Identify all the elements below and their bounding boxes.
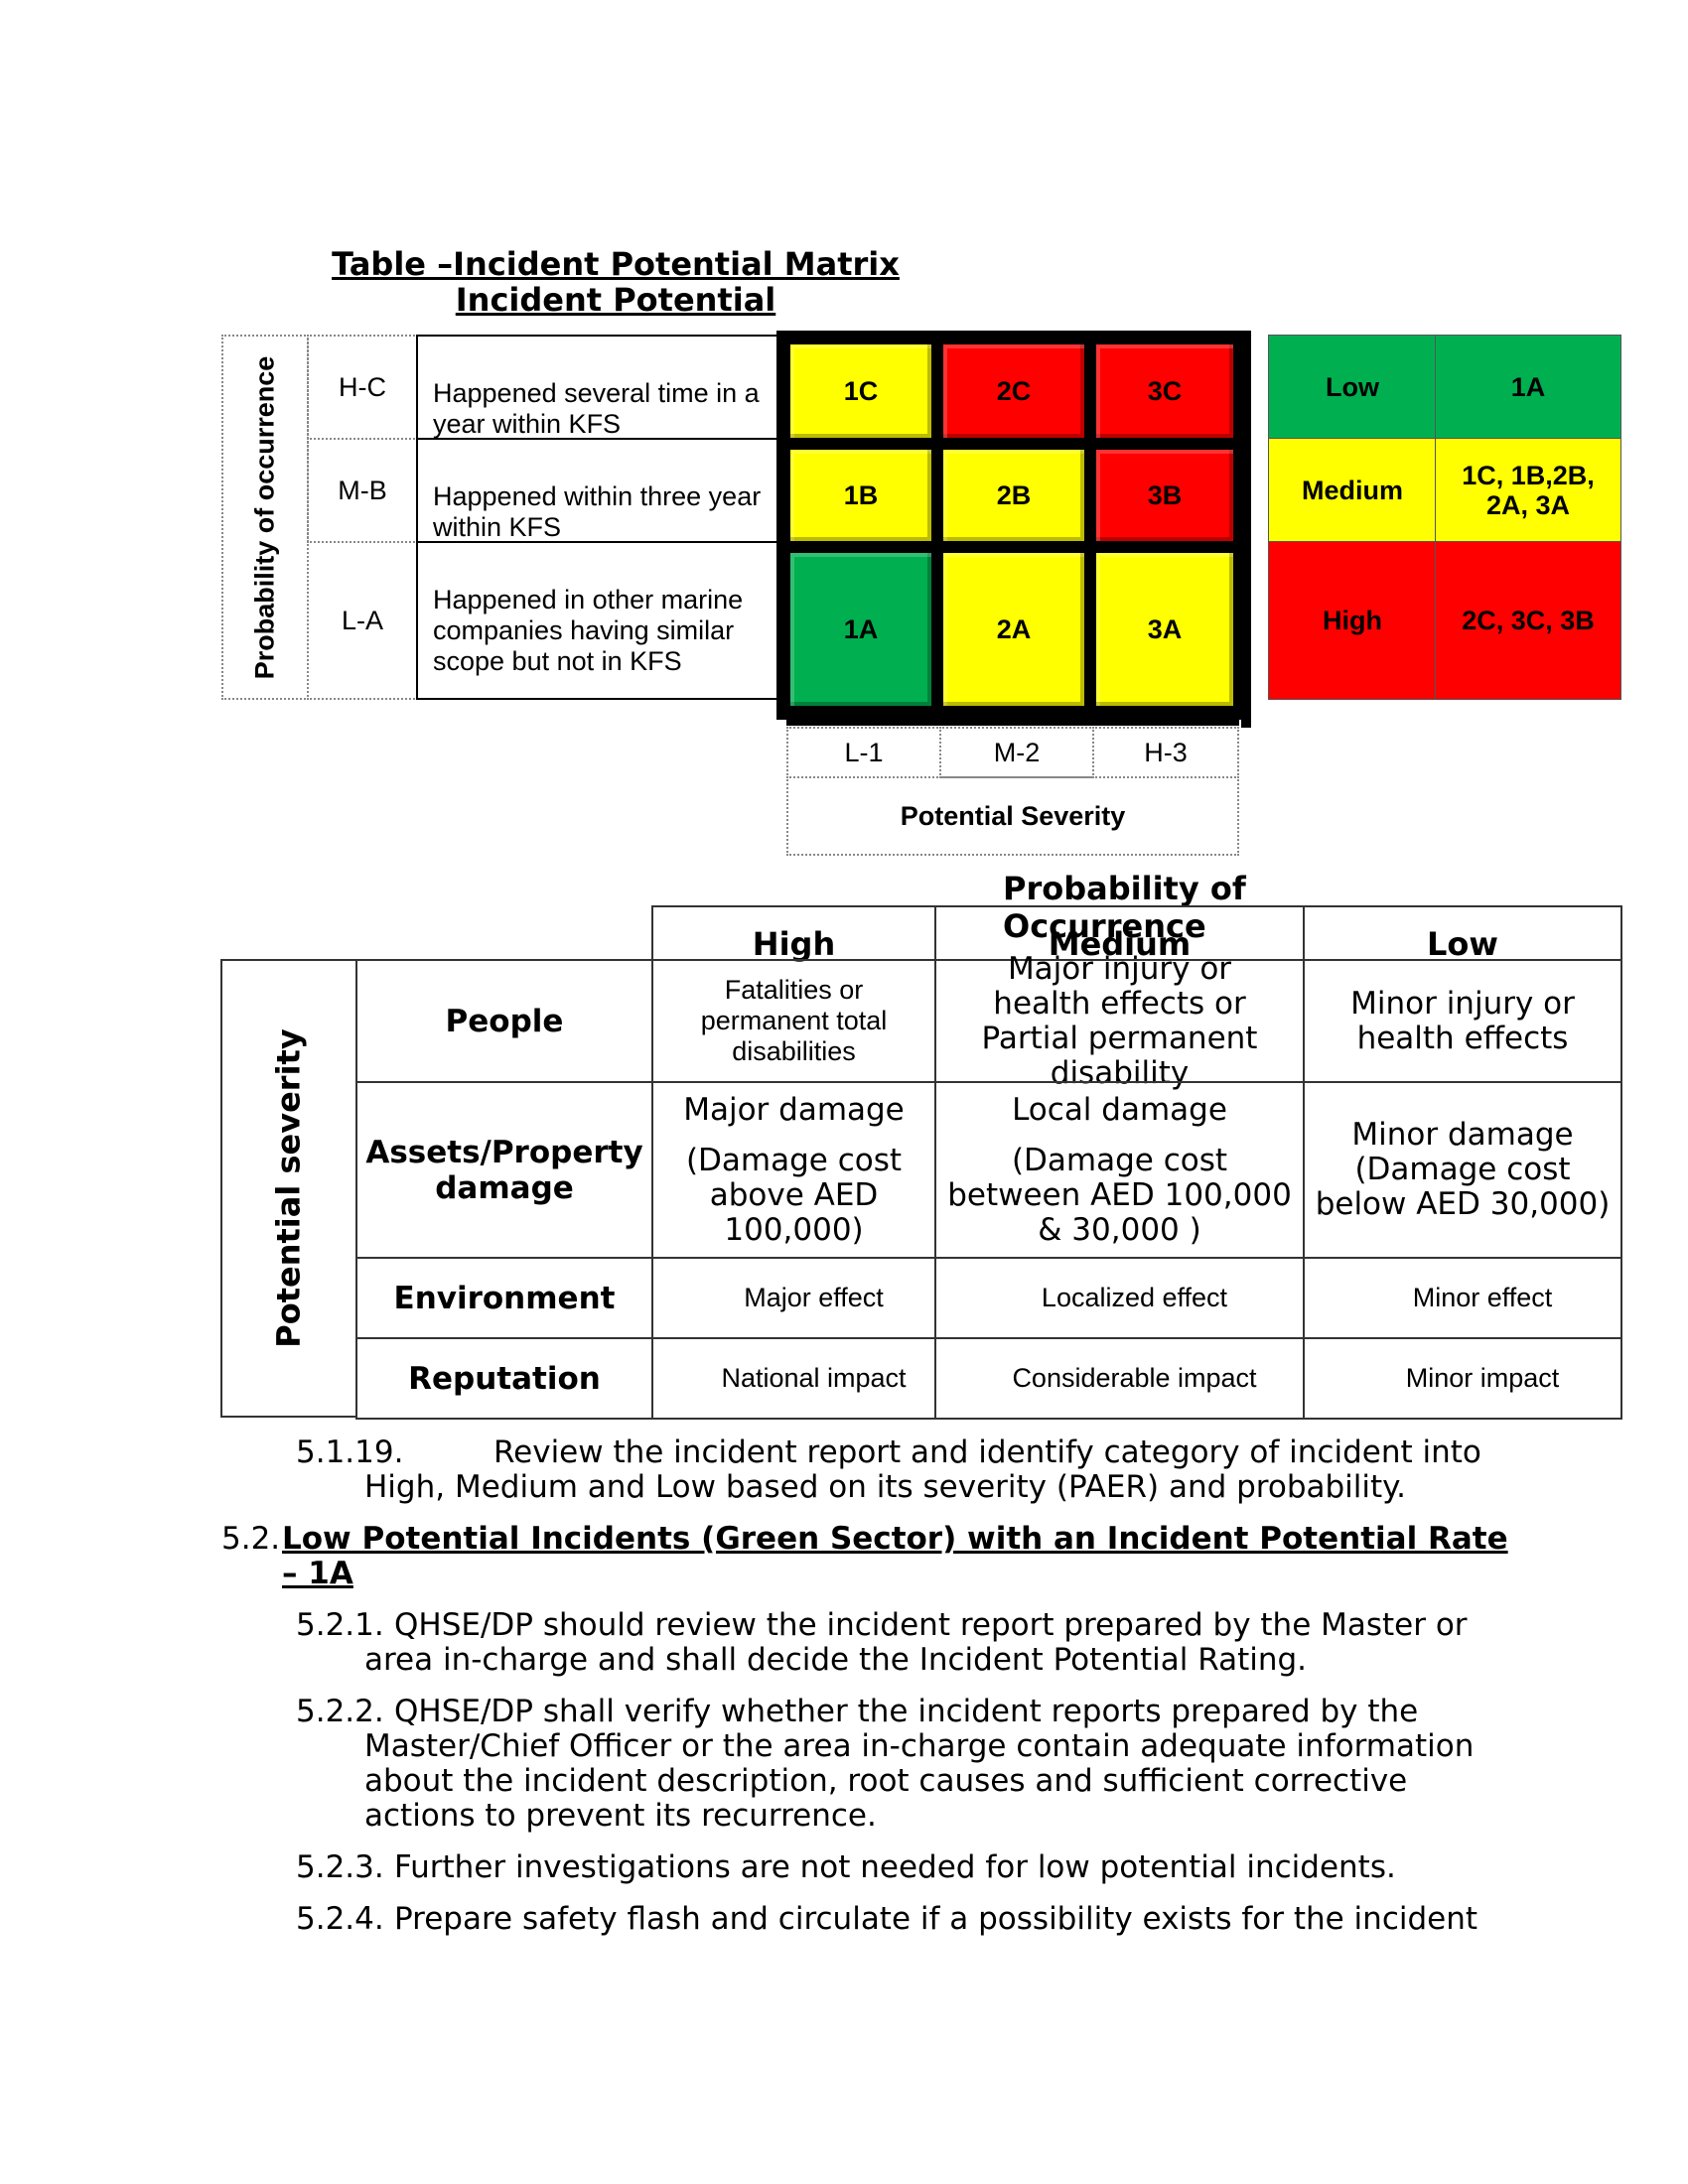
assets-medium-title: Local damage (1012, 1091, 1227, 1128)
section-5-2-title: Low Potential Incidents (Green Sector) w… (282, 1521, 1508, 1557)
matrix-cell-2c: 2C (937, 339, 1090, 444)
reputation-medium: Considerable impact (934, 1337, 1305, 1420)
matrix-bottom-bar (786, 718, 1239, 726)
para-5-1-19: Review the incident report and identify … (493, 1434, 1481, 1470)
matrix-cell-3a: 3A (1090, 547, 1239, 712)
para-5-1-19-cont: High, Medium and Low based on its severi… (364, 1469, 1406, 1505)
row-header-environment: Environment (355, 1257, 653, 1339)
table-title: Table –Incident Potential Matrix (332, 245, 900, 283)
people-medium: Major injury or health effects or Partia… (934, 951, 1305, 1090)
people-low: Minor injury or health effects (1303, 959, 1622, 1083)
para-5-2-2: QHSE/DP shall verify whether the inciden… (394, 1694, 1419, 1729)
row-header-assets: Assets/Property damage (355, 1081, 653, 1259)
para-5-2-2-number: 5.2.2. (296, 1694, 384, 1729)
matrix-cell-2a: 2A (937, 547, 1090, 712)
probability-axis-label: Probability of occurrence (249, 355, 280, 679)
para-5-2-3: Further investigations are not needed fo… (394, 1849, 1396, 1885)
section-5-2-number: 5.2. (221, 1521, 281, 1557)
legend-medium-level: Medium (1268, 438, 1437, 543)
para-5-2-2-cont1: Master/Chief Officer or the area in-char… (364, 1728, 1475, 1764)
legend-high-level: High (1268, 541, 1437, 700)
matrix-cell-1a: 1A (784, 547, 937, 712)
para-5-2-1: QHSE/DP should review the incident repor… (394, 1607, 1468, 1643)
legend-medium-codes: 1C, 1B,2B, 2A, 3A (1435, 438, 1621, 543)
para-5-2-4: Prepare safety flash and circulate if a … (394, 1901, 1478, 1937)
row-header-people: People (355, 959, 653, 1083)
probability-axis-label-box: Probability of occurrence (221, 335, 309, 700)
legend-low-codes: 1A (1435, 335, 1621, 440)
row-code-hc: H-C (307, 335, 418, 440)
row-description-hc: Happened several time in a year within K… (416, 335, 785, 440)
probability-occurrence-heading: Probability of Occurrence (1003, 870, 1246, 945)
potential-severity-label: Potential severity (270, 1028, 308, 1348)
matrix-subtitle: Incident Potential (455, 281, 776, 319)
para-5-2-2-cont2: about the incident description, root cau… (364, 1763, 1408, 1799)
column-label-h3: H-3 (1092, 727, 1239, 778)
severity-axis-label: Potential Severity (786, 776, 1239, 856)
para-5-1-19-number: 5.1.19. (296, 1434, 404, 1470)
column-label-m2: M-2 (939, 727, 1094, 778)
potential-severity-label-box: Potential severity (220, 959, 357, 1418)
matrix-right-bar (1241, 331, 1251, 728)
environment-low: Minor effect (1303, 1257, 1622, 1339)
reputation-high: National impact (651, 1337, 936, 1420)
row-code-mb: M-B (307, 438, 418, 543)
section-5-2-title-cont: – 1A (282, 1556, 353, 1591)
legend-high-codes: 2C, 3C, 3B (1435, 541, 1621, 700)
assets-high-cost: (Damage cost above AED 100,000) (685, 1142, 903, 1248)
matrix-cell-3c: 3C (1090, 339, 1239, 444)
legend-low-level: Low (1268, 335, 1437, 440)
col-header-low: Low (1303, 905, 1622, 963)
col-header-high: High (651, 905, 936, 963)
assets-low: Minor damage (Damage cost below AED 30,0… (1303, 1081, 1622, 1259)
para-5-2-1-cont: area in-charge and shall decide the Inci… (364, 1642, 1308, 1678)
column-label-l1: L-1 (786, 727, 941, 778)
assets-high-title: Major damage (683, 1091, 905, 1128)
row-description-mb: Happened within three year within KFS (416, 438, 785, 543)
people-high: Fatalities or permanent total disabiliti… (651, 959, 936, 1083)
row-header-reputation: Reputation (355, 1337, 653, 1420)
para-5-2-4-number: 5.2.4. (296, 1901, 384, 1937)
matrix-cell-2b: 2B (937, 444, 1090, 547)
environment-medium: Localized effect (934, 1257, 1305, 1339)
assets-medium-cost: (Damage cost between AED 100,000 & 30,00… (947, 1142, 1292, 1248)
row-code-la: L-A (307, 541, 418, 700)
para-5-2-1-number: 5.2.1. (296, 1607, 384, 1643)
matrix-cell-1b: 1B (784, 444, 937, 547)
environment-high: Major effect (651, 1257, 936, 1339)
matrix-cell-1c: 1C (784, 339, 937, 444)
para-5-2-2-cont3: actions to prevent its recurrence. (364, 1798, 877, 1834)
assets-medium: Local damage (Damage cost between AED 10… (934, 1081, 1305, 1259)
para-5-2-3-number: 5.2.3. (296, 1849, 384, 1885)
reputation-low: Minor impact (1303, 1337, 1622, 1420)
row-description-la: Happened in other marine companies havin… (416, 541, 785, 700)
assets-high: Major damage (Damage cost above AED 100,… (651, 1081, 936, 1259)
matrix-cell-3b: 3B (1090, 444, 1239, 547)
